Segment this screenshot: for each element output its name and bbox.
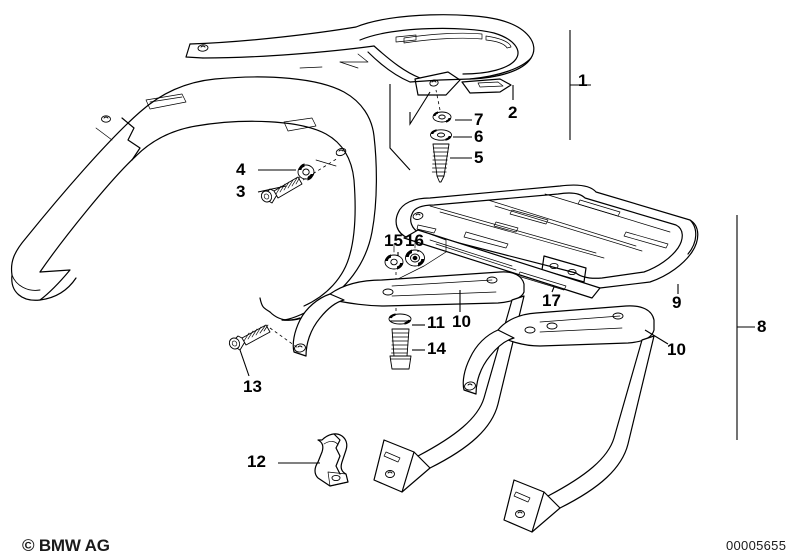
part-washer-6 bbox=[430, 129, 452, 141]
part-bolt-14 bbox=[389, 328, 412, 370]
callout-11: 11 bbox=[427, 313, 445, 332]
callout-17: 17 bbox=[542, 291, 561, 310]
callout-6: 6 bbox=[474, 127, 484, 146]
callout-13: 13 bbox=[243, 377, 262, 396]
part-clamp-12 bbox=[278, 433, 349, 487]
leader-rack-tab bbox=[409, 91, 431, 126]
copyright-notice: © BMW AG bbox=[22, 536, 110, 555]
part-cross-rail-17 bbox=[403, 229, 601, 299]
part-support-tube-left bbox=[292, 271, 525, 493]
callout-15: 15 bbox=[384, 231, 403, 250]
part-upper-luggage-rack bbox=[185, 14, 535, 100]
callout-9: 9 bbox=[672, 293, 682, 312]
callout-1: 1 bbox=[578, 71, 588, 90]
part-stud-5 bbox=[431, 89, 450, 183]
part-left-grab-handle bbox=[10, 76, 377, 321]
part-collar-nut-16 bbox=[405, 249, 425, 267]
callout-10-right: 10 bbox=[667, 340, 686, 359]
callout-12: 12 bbox=[247, 452, 266, 471]
part-screw-13 bbox=[228, 324, 299, 377]
callout-16: 16 bbox=[405, 231, 424, 250]
callout-7: 7 bbox=[474, 110, 484, 129]
callout-5: 5 bbox=[474, 148, 484, 167]
part-washer-15 bbox=[384, 254, 404, 270]
group-bracket-1 bbox=[569, 30, 591, 140]
part-screw-3 bbox=[260, 157, 339, 204]
group-bracket-8 bbox=[736, 215, 755, 440]
part-support-tube-right bbox=[462, 305, 669, 533]
callout-leaders bbox=[257, 119, 472, 351]
callout-4: 4 bbox=[236, 160, 246, 179]
callout-14: 14 bbox=[427, 339, 446, 358]
callout-8: 8 bbox=[757, 317, 767, 336]
callout-3: 3 bbox=[236, 182, 246, 201]
leader-rack-assembly bbox=[389, 84, 411, 171]
callout-10-left: 10 bbox=[452, 312, 471, 331]
callout-2: 2 bbox=[508, 103, 518, 122]
part-washer-11 bbox=[388, 313, 412, 325]
part-lockwasher-7 bbox=[432, 111, 452, 123]
drawing-number: 00005655 bbox=[726, 538, 787, 553]
